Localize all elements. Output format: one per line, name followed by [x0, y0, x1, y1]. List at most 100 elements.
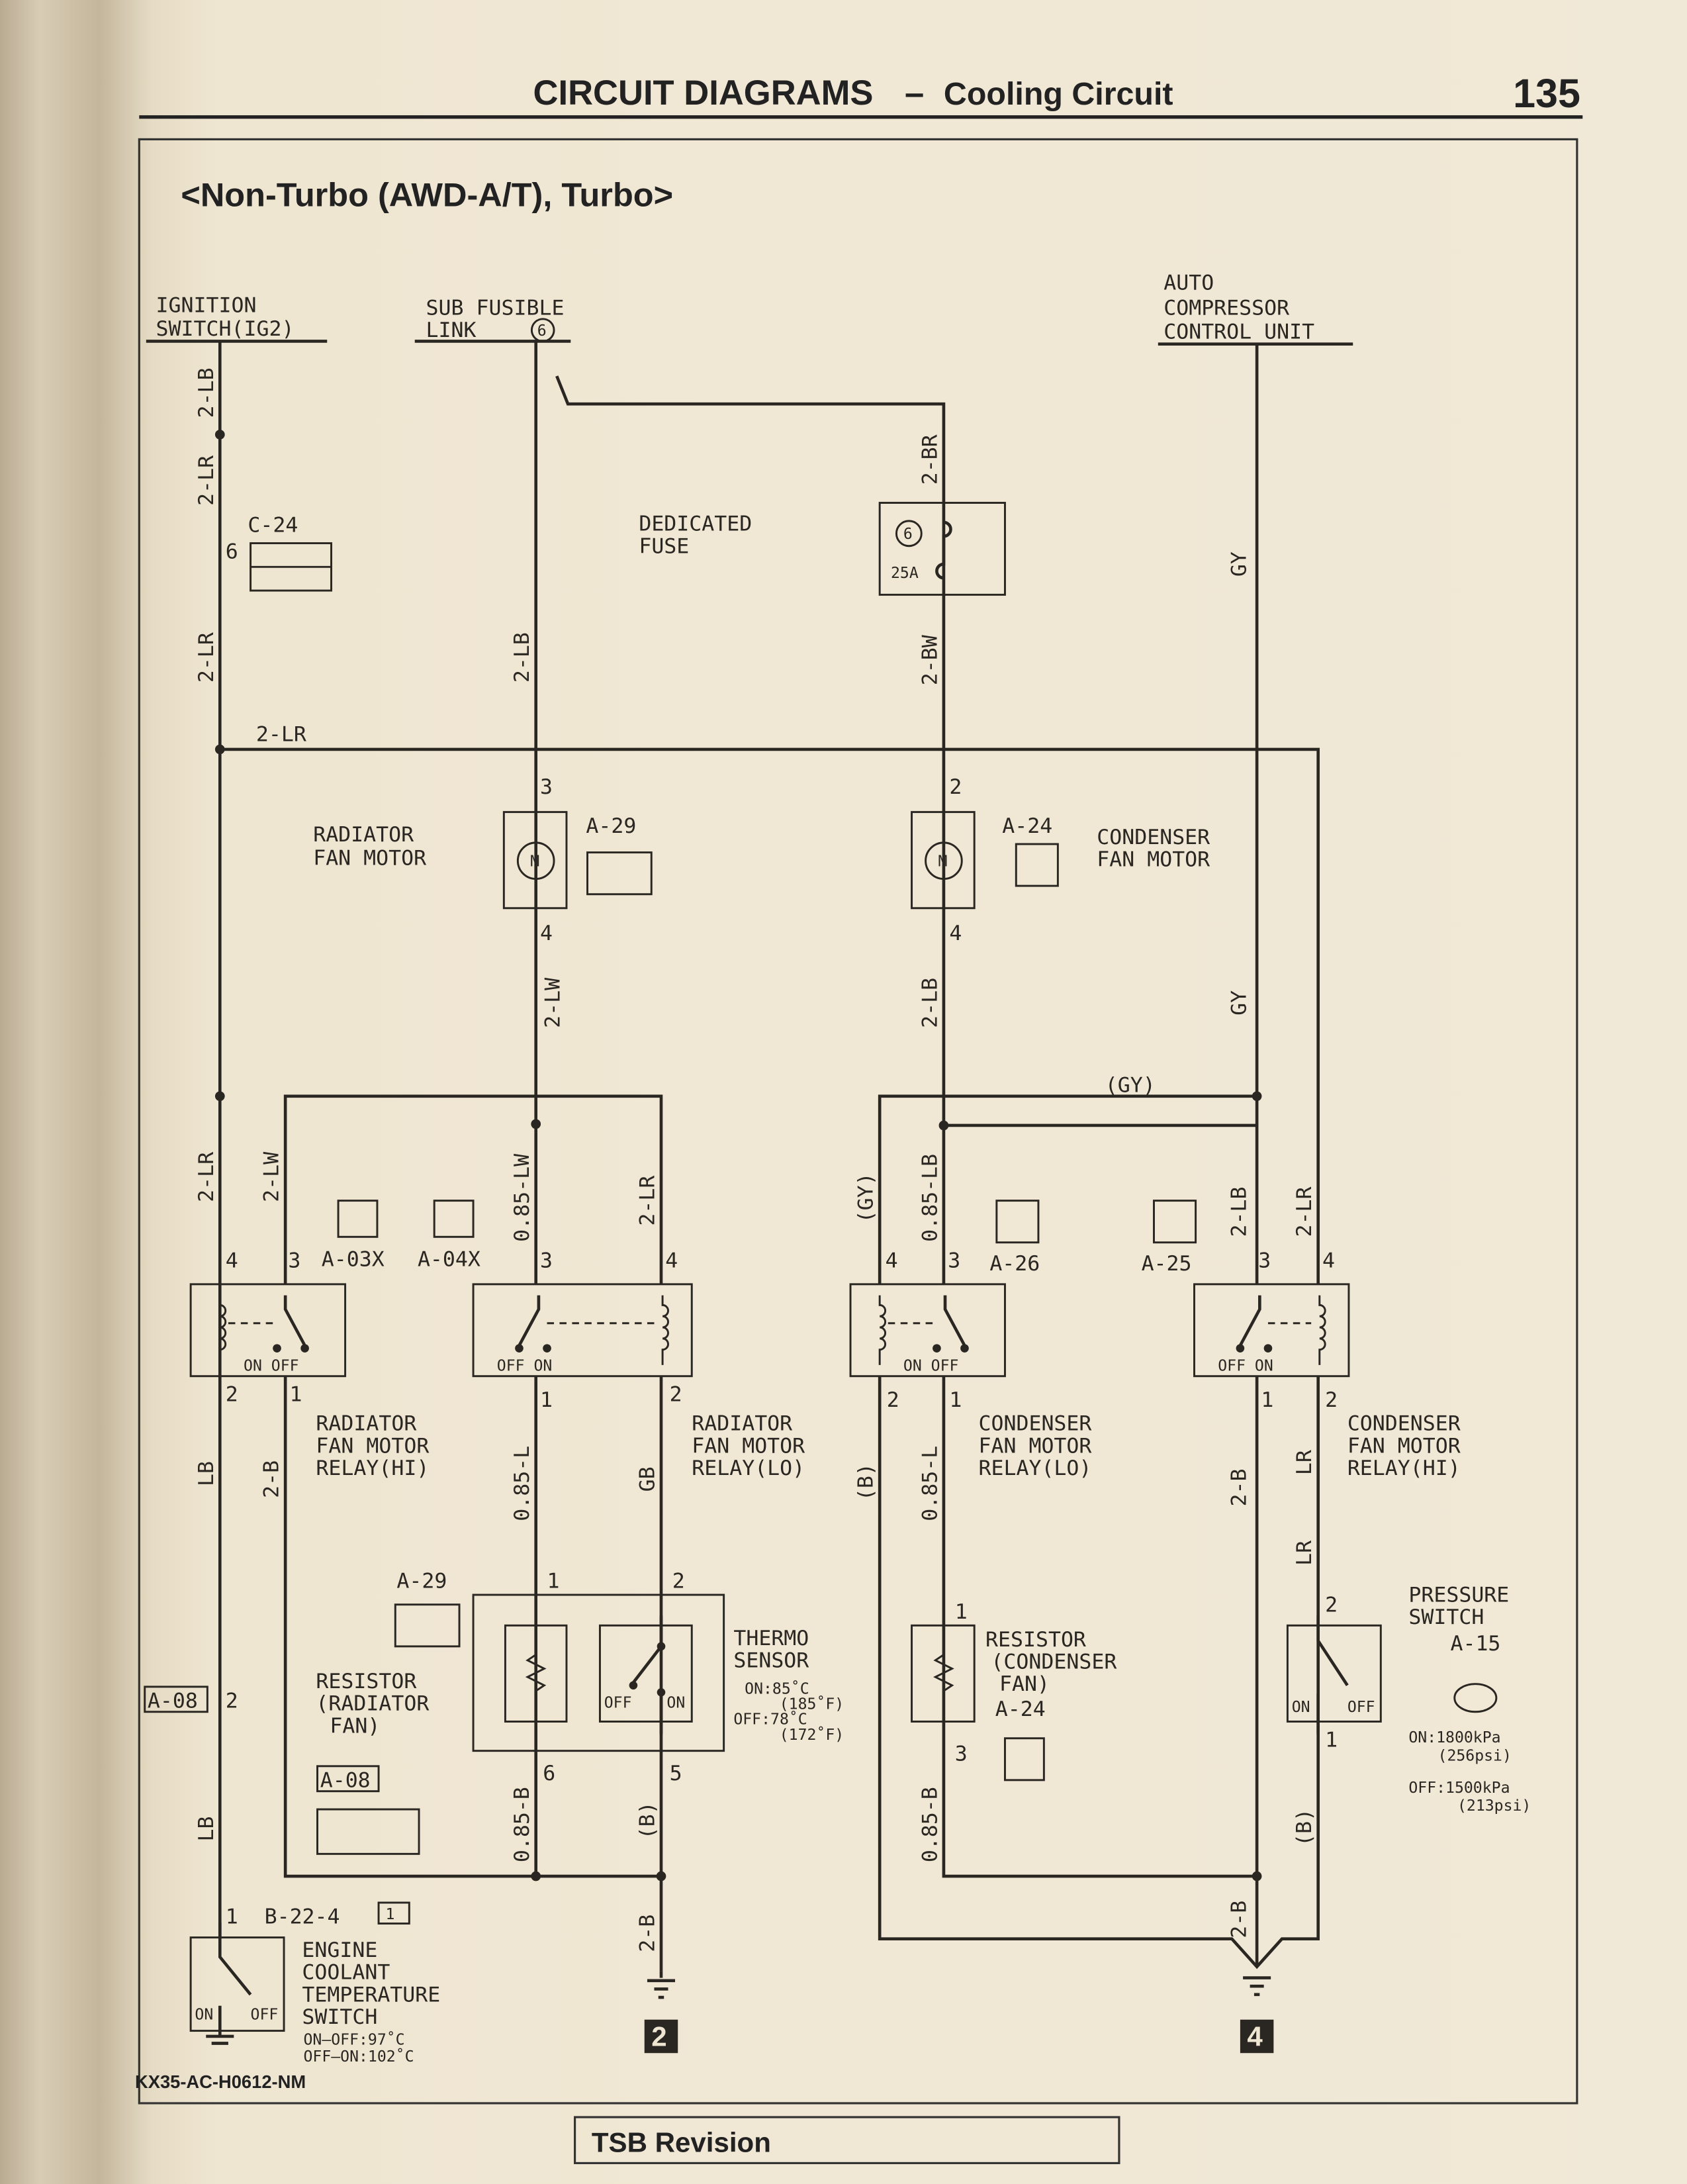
wire-label: (B) — [1293, 1809, 1316, 1846]
wire-label: 2-LW — [541, 978, 565, 1028]
title-dash: – — [905, 73, 924, 113]
label-line: ENGINE — [302, 1938, 377, 1962]
pin-number: 6 — [226, 540, 238, 564]
pin-number: 1 — [226, 1905, 238, 1929]
pin-number: 2 — [670, 1383, 682, 1407]
wire-label: 2-B — [635, 1915, 659, 1952]
link-number: 6 — [537, 322, 547, 340]
relay-off-on: OFF ON — [1218, 1357, 1273, 1374]
wire-label: 0.85-B — [510, 1787, 534, 1862]
connector-label: A-04X — [418, 1247, 480, 1271]
label-line: AUTO — [1163, 271, 1214, 295]
tsb-revision-box — [574, 2116, 1120, 2165]
pin-number: 4 — [540, 922, 553, 945]
wire-label: (GY) — [854, 1172, 878, 1223]
pin-number: 3 — [288, 1249, 300, 1273]
wire-label: 2-LB — [1227, 1186, 1251, 1237]
label-line: RELAY(HI) — [1347, 1456, 1461, 1480]
pin-number: 3 — [955, 1742, 968, 1766]
pin-number: 2 — [672, 1570, 685, 1593]
tsb-revision: TSB Revision — [592, 2127, 771, 2158]
label-line: RESISTOR — [985, 1628, 1086, 1652]
pin-number: 2 — [226, 1383, 238, 1407]
wire-label: 0.85-LW — [510, 1154, 534, 1242]
label-line: TEMPERATURE — [302, 1983, 440, 2007]
label-line: RADIATOR — [316, 1412, 416, 1436]
wire-label: 2-LB — [918, 978, 942, 1028]
wire-label: 2-BW — [918, 635, 942, 685]
spec-line: (213psi) — [1457, 1797, 1531, 1815]
relay: ON OFF — [849, 1283, 1006, 1378]
spec-line: ON:85˚C — [745, 1680, 809, 1697]
resistor-condenser-fan: RESISTOR (CONDENSER FAN) A-24 — [911, 1615, 1117, 1781]
pin-number: 3 — [540, 1249, 553, 1273]
pin-number: 4 — [226, 1249, 238, 1273]
thermo-sensor: OFF ON THERMO SENSOR ON:85˚C (185˚F) OFF… — [598, 1615, 844, 1744]
wire-label: LR — [1293, 1450, 1316, 1475]
condenser-fan-motor: M CONDENSER FAN MOTOR A-24 — [911, 811, 1210, 910]
wire-label: GB — [635, 1466, 659, 1492]
label-line: CONDENSER — [979, 1412, 1092, 1436]
relay-off-on: ON OFF — [903, 1357, 959, 1374]
label-line: (CONDENSER — [991, 1650, 1117, 1674]
pin-number: 2 — [1325, 1593, 1338, 1617]
label-line: SUB FUSIBLE — [426, 296, 565, 320]
connector-label: A-24 — [1002, 814, 1052, 838]
label-line: RELAY(HI) — [316, 1456, 429, 1480]
label-line: THERMO — [733, 1627, 809, 1650]
relay-off-on: OFF ON — [497, 1357, 553, 1374]
label-line: FUSE — [639, 534, 689, 558]
wire-label: 0.85-B — [918, 1787, 942, 1862]
diagram-frame — [138, 138, 1578, 2105]
wire-label: (B) — [635, 1801, 659, 1839]
label-line: FAN MOTOR — [1097, 848, 1210, 872]
wire-label: 0.85-LB — [918, 1154, 942, 1242]
pin-number: 2 — [887, 1388, 899, 1412]
pressure-switch: ON OFF PRESSURE SWITCH A-15 ON:1800kPa (… — [1286, 1584, 1531, 1815]
wire-label: 2-LB — [195, 367, 218, 418]
motor-symbol: M — [530, 853, 539, 871]
ground-4: 4 — [1240, 1976, 1274, 2054]
engine-coolant-temperature-switch: ON OFF B-22-4 1 ENGINE COOLANT TEMPERATU… — [189, 1901, 440, 2065]
pin-number: 5 — [670, 1762, 682, 1785]
wire-label: LB — [195, 1816, 218, 1841]
connector-label: A-25 — [1142, 1252, 1192, 1276]
auto-compressor-control-unit-label: AUTO COMPRESSOR CONTROL UNIT — [1158, 271, 1353, 346]
wire-label: 2-LR — [1293, 1186, 1316, 1237]
pin-number: 1 — [289, 1383, 302, 1407]
connector-label: A-08 — [320, 1768, 371, 1792]
pin-number: 1 — [540, 1388, 553, 1412]
label-line: (RADIATOR — [316, 1692, 429, 1716]
spec-line: (172˚F) — [780, 1726, 844, 1744]
pin-number: 4 — [949, 922, 962, 945]
spec-line: OFF—ON:102˚C — [303, 2048, 414, 2065]
section-title: CIRCUIT DIAGRAMS — [533, 73, 874, 113]
pin-number: 6 — [543, 1762, 555, 1785]
resistor-radiator-fan: A-29 RESISTOR (RADIATOR FAN) A-08 — [316, 1570, 725, 1855]
connector-label: C-24 — [248, 514, 298, 538]
label-line: FAN MOTOR — [316, 1434, 429, 1458]
dedicated-fuse: DEDICATED FUSE 6 25A — [639, 502, 1006, 596]
label-line: SWITCH — [1408, 1605, 1484, 1629]
label-line: SENSOR — [733, 1648, 809, 1672]
label-line: COMPRESSOR — [1163, 296, 1289, 320]
label-line: SWITCH(IG2) — [156, 317, 295, 341]
label-line: CONDENSER — [1097, 826, 1210, 849]
off-label: OFF — [1347, 1699, 1375, 1716]
wire-label: 2-LR — [195, 1152, 218, 1202]
relay-connectors: A-03X A-04X A-26 A-25 — [322, 1200, 1197, 1276]
ground-2: 2 — [644, 1971, 678, 2054]
pin-number: 2 — [949, 775, 962, 799]
label-line: FAN) — [330, 1714, 380, 1738]
pin-number: 2 — [226, 1689, 238, 1713]
ground-number: 4 — [1247, 2021, 1263, 2052]
wire-label: 2-LB — [510, 632, 534, 683]
fuse-rating: 25A — [891, 565, 919, 582]
ground-number: 2 — [651, 2021, 666, 2052]
wire-label: 2-B — [1227, 1469, 1251, 1507]
wire-label: 2-B — [1227, 1901, 1251, 1938]
wire-label: 2-LR — [635, 1176, 659, 1226]
relay-off-on: ON OFF — [244, 1357, 299, 1374]
